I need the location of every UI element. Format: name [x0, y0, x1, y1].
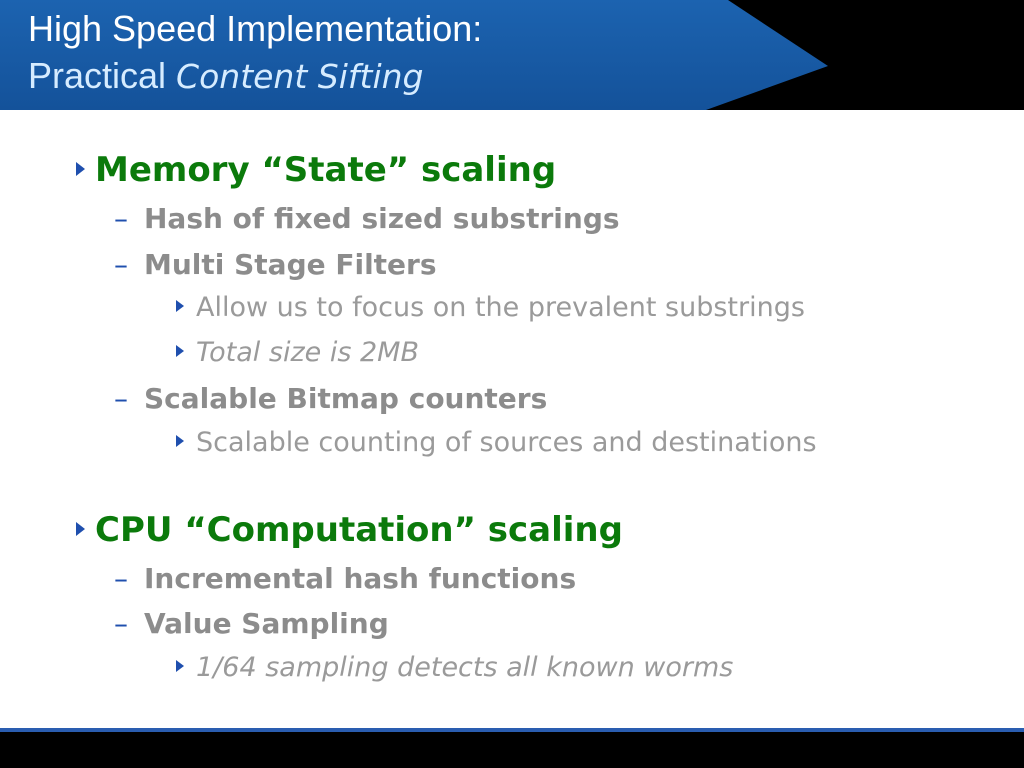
- right-triangle-icon: [176, 344, 184, 357]
- right-triangle-icon: [76, 521, 85, 536]
- bullet-heading-text: Memory “State” scaling: [95, 150, 557, 190]
- detail-bullet-text: Allow us to focus on the prevalent subst…: [196, 292, 805, 323]
- detail-bullet: Allow us to focus on the prevalent subst…: [176, 292, 805, 323]
- title-bar: High Speed Implementation: Practical Con…: [0, 0, 1024, 110]
- bullet-heading: CPU “Computation” scaling: [76, 510, 623, 550]
- dash-icon: –: [114, 202, 128, 235]
- detail-bullet: Total size is 2MB: [176, 337, 419, 368]
- subtitle-italic: Content Sifting: [176, 57, 424, 96]
- dash-icon: –: [114, 562, 128, 595]
- sub-bullet-text: Multi Stage Filters: [144, 248, 437, 281]
- right-triangle-icon: [76, 161, 85, 176]
- title-banner-shape: [0, 0, 828, 110]
- sub-bullet-text: Incremental hash functions: [144, 562, 577, 595]
- sub-bullet-text: Hash of fixed sized substrings: [144, 202, 620, 235]
- sub-bullet: –Multi Stage Filters: [114, 248, 437, 281]
- detail-bullet-text: Total size is 2MB: [196, 337, 419, 368]
- sub-bullet-text: Scalable Bitmap counters: [144, 382, 548, 415]
- slide-subtitle: Practical Content Sifting: [28, 55, 423, 97]
- sub-bullet: –Hash of fixed sized substrings: [114, 202, 620, 235]
- sub-bullet: –Value Sampling: [114, 607, 389, 640]
- footer-bar: [0, 728, 1024, 768]
- slide-title: High Speed Implementation:: [28, 8, 483, 49]
- detail-bullet: 1/64 sampling detects all known worms: [176, 652, 733, 683]
- detail-bullet-text: 1/64 sampling detects all known worms: [196, 652, 734, 683]
- sub-bullet-text: Value Sampling: [144, 607, 389, 640]
- footer-accent-line: [0, 728, 1024, 732]
- right-triangle-icon: [176, 299, 184, 312]
- detail-bullet-text: Scalable counting of sources and destina…: [196, 427, 817, 458]
- dash-icon: –: [114, 382, 128, 415]
- bullet-heading: Memory “State” scaling: [76, 150, 556, 190]
- subtitle-plain: Practical: [28, 55, 177, 96]
- dash-icon: –: [114, 607, 128, 640]
- dash-icon: –: [114, 248, 128, 281]
- detail-bullet: Scalable counting of sources and destina…: [176, 427, 817, 458]
- right-triangle-icon: [176, 659, 184, 672]
- sub-bullet: –Incremental hash functions: [114, 562, 576, 595]
- bullet-heading-text: CPU “Computation” scaling: [95, 510, 623, 550]
- right-triangle-icon: [176, 434, 184, 447]
- sub-bullet: –Scalable Bitmap counters: [114, 382, 547, 415]
